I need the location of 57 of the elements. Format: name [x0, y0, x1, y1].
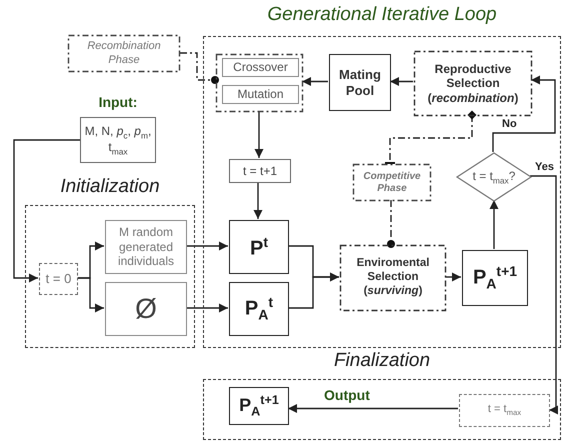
box-label: Mating Pool — [338, 66, 382, 98]
box-label: t = t+1 — [242, 164, 278, 178]
box-label: Recombination Phase — [86, 40, 162, 67]
edge-label: Output — [322, 387, 372, 403]
process-box — [105, 282, 187, 336]
arrow — [288, 272, 339, 309]
population-box — [229, 220, 289, 274]
arrow — [492, 76, 556, 152]
selection-box — [414, 51, 532, 116]
region-heading: Input: — [98, 94, 138, 110]
box-label: t = t$_{max}$? — [472, 168, 516, 186]
box-label: M random generated individuals — [116, 225, 176, 269]
process-box — [105, 220, 187, 274]
box-label: Enviromental Selection (surviving) — [356, 257, 430, 299]
arrow — [390, 77, 413, 86]
phase-box — [353, 164, 431, 201]
selection-box — [340, 245, 446, 311]
dash-dot-connector — [180, 52, 219, 84]
edge-label: Yes — [533, 161, 556, 173]
box-label: M, N, p$_{c}$, p$_{m}$, t$_{max}$ — [84, 124, 152, 156]
process-box — [39, 263, 78, 295]
box-label: P$^{t}$ — [248, 234, 269, 260]
arrow — [302, 77, 328, 86]
box-label: Crossover — [232, 60, 289, 75]
arrow — [254, 182, 262, 219]
arrow — [77, 277, 104, 312]
box-label: t = t$_{max}$ — [486, 403, 522, 418]
arrow — [186, 242, 228, 250]
box-label: Competitive Phase — [362, 170, 422, 194]
population-box — [462, 250, 528, 306]
dash-dot-connector — [387, 200, 395, 248]
box-label: Reproductive Selection (recombination) — [426, 62, 520, 106]
population-box — [229, 387, 289, 425]
process-box — [222, 58, 299, 77]
population-box — [229, 282, 289, 336]
arrow — [254, 111, 264, 158]
process-box — [229, 159, 291, 183]
box-label: Mutation — [236, 87, 285, 102]
arrow — [288, 404, 458, 413]
box-label: t = 0 — [44, 271, 72, 287]
region-heading: Finalization — [334, 350, 430, 372]
region-heading: Generational Iterative Loop — [267, 4, 497, 26]
arrow — [530, 175, 558, 414]
process-box — [222, 85, 299, 104]
process-box — [459, 394, 550, 427]
region-heading: Initialization — [60, 176, 160, 198]
phase-box — [68, 35, 180, 72]
edge-label: No — [500, 118, 519, 130]
arrow — [13, 139, 80, 282]
arrow — [445, 272, 461, 282]
box-label: Ø — [134, 292, 158, 326]
arrow — [490, 200, 498, 249]
decision-diamond — [457, 153, 531, 201]
dash-dot-connector — [384, 110, 476, 164]
group-box — [216, 54, 303, 112]
arrow — [186, 304, 228, 312]
process-box — [329, 54, 391, 111]
